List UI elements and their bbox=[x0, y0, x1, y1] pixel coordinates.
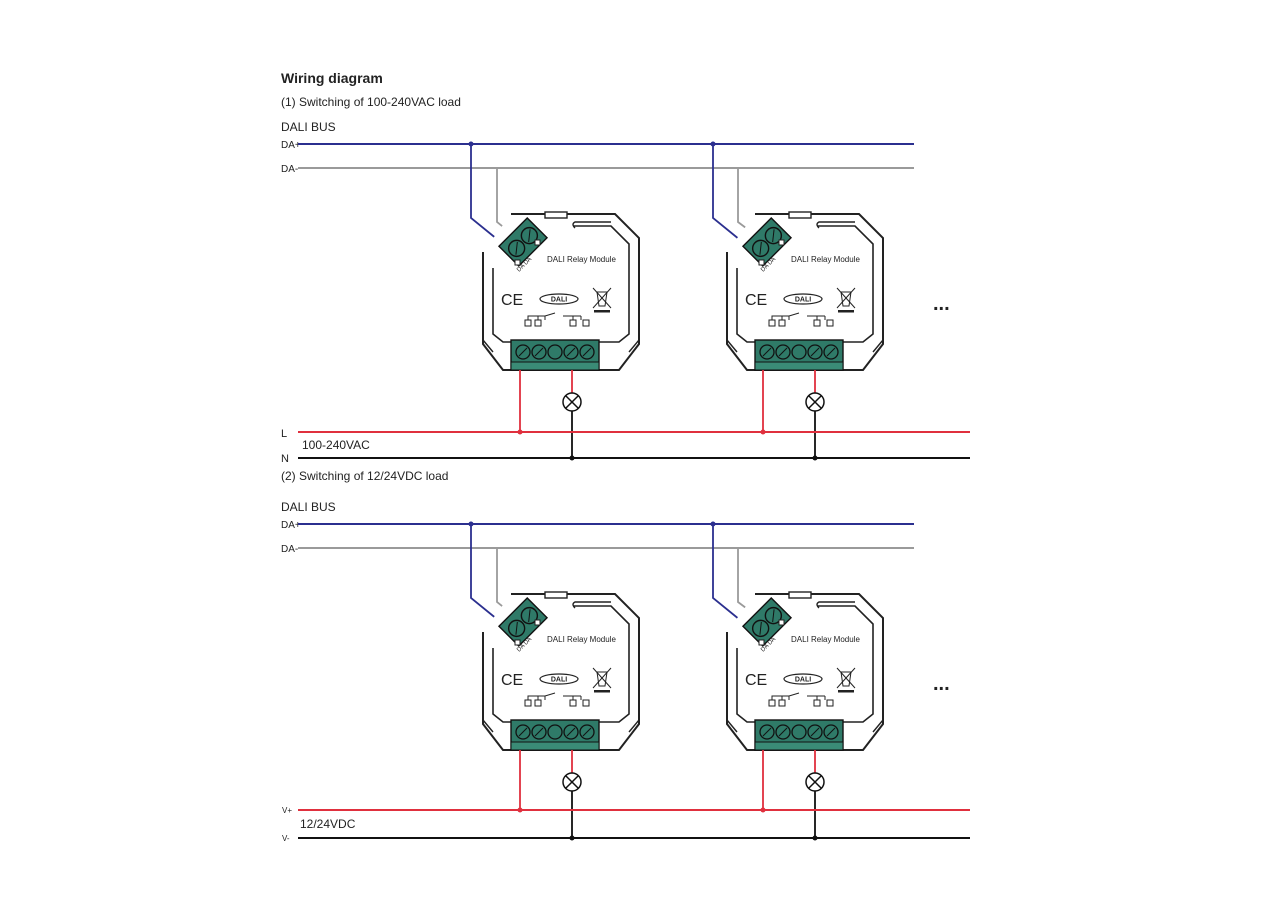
neutral-label: N bbox=[281, 453, 289, 465]
relay-module-3 bbox=[482, 591, 640, 751]
lamp-icon bbox=[562, 392, 582, 412]
more-modules-ellipsis: ... bbox=[933, 673, 950, 695]
ce-mark: CE bbox=[745, 292, 767, 309]
section-heading: (1) Switching of 100-240VAC load bbox=[281, 95, 461, 109]
line-label: L bbox=[281, 428, 287, 440]
module-label: DALI Relay Module bbox=[791, 255, 860, 264]
dali-logo: DALI bbox=[551, 297, 567, 304]
bus-label: DALI BUS bbox=[281, 120, 336, 134]
da-plus-label: DA+ bbox=[281, 520, 301, 531]
ce-mark: CE bbox=[745, 672, 767, 689]
dali-logo: DALI bbox=[795, 677, 811, 684]
page-title: Wiring diagram bbox=[281, 70, 383, 86]
section-ac-load: (1) Switching of 100-240VAC load DALI BU… bbox=[281, 95, 970, 465]
bus-label: DALI BUS bbox=[281, 500, 336, 514]
more-modules-ellipsis: ... bbox=[933, 293, 950, 315]
neutral-label: V- bbox=[282, 834, 290, 843]
section-heading: (2) Switching of 12/24VDC load bbox=[281, 469, 448, 483]
line-label: V+ bbox=[282, 806, 292, 815]
relay-module-2 bbox=[726, 211, 884, 371]
ce-mark: CE bbox=[501, 672, 523, 689]
section-dc-load: (2) Switching of 12/24VDC load DALI BUS … bbox=[281, 469, 970, 843]
relay-module-4 bbox=[726, 591, 884, 751]
da-plus-label: DA+ bbox=[281, 140, 301, 151]
lamp-icon bbox=[562, 772, 582, 792]
module-label: DALI Relay Module bbox=[547, 255, 616, 264]
da-minus-label: DA- bbox=[281, 544, 298, 555]
module-label: DALI Relay Module bbox=[547, 635, 616, 644]
supply-label: 12/24VDC bbox=[300, 817, 356, 831]
da-minus-label: DA- bbox=[281, 164, 298, 175]
lamp-icon bbox=[805, 772, 825, 792]
ce-mark: CE bbox=[501, 292, 523, 309]
lamp-icon bbox=[805, 392, 825, 412]
supply-label: 100-240VAC bbox=[302, 438, 370, 452]
dali-logo: DALI bbox=[551, 677, 567, 684]
relay-module-1 bbox=[482, 211, 640, 371]
dali-logo: DALI bbox=[795, 297, 811, 304]
module-label: DALI Relay Module bbox=[791, 635, 860, 644]
